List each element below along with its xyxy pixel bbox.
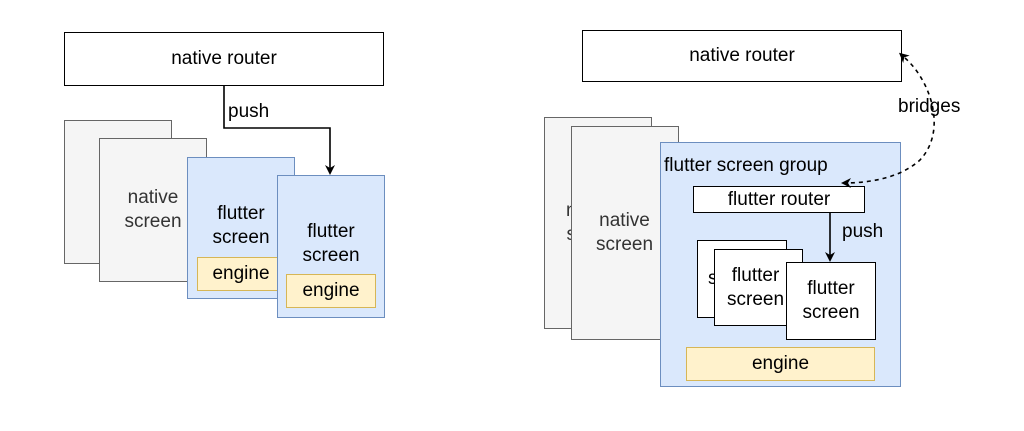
left-flutter-screen-1-label: flutter screen [212,203,270,248]
right-push-label: push [842,221,884,242]
bridges-label: bridges [896,96,963,118]
right-flutter-screen-front: flutter screen [786,262,876,340]
left-engine-2-label: engine [302,280,360,302]
left-flutter-screen-2-label: flutter screen [302,221,360,266]
right-flutter-screen-back-label: s [708,268,718,290]
right-engine-label: engine [751,353,810,375]
right-native-screen-label: native screen [596,210,654,255]
flutter-router: flutter router [693,186,865,213]
left-native-router: native router [64,32,384,86]
right-flutter-screen-mid-label: flutter screen [727,264,785,310]
left-native-router-label: native router [171,48,277,70]
left-engine-1: engine [197,257,285,291]
flutter-router-label: flutter router [727,188,831,210]
left-native-screen-label: native screen [124,187,182,232]
bridges-arrow [841,52,935,188]
right-engine: engine [686,347,875,381]
left-push-arrow [223,86,335,175]
left-push-label: push [228,101,270,122]
right-native-router-label: native router [689,45,795,67]
flutter-screen-group-label: flutter screen group [664,155,828,176]
left-engine-1-label: engine [212,263,270,285]
right-flutter-screen-front-label: flutter screen [802,278,860,323]
left-engine-2: engine [286,274,376,308]
